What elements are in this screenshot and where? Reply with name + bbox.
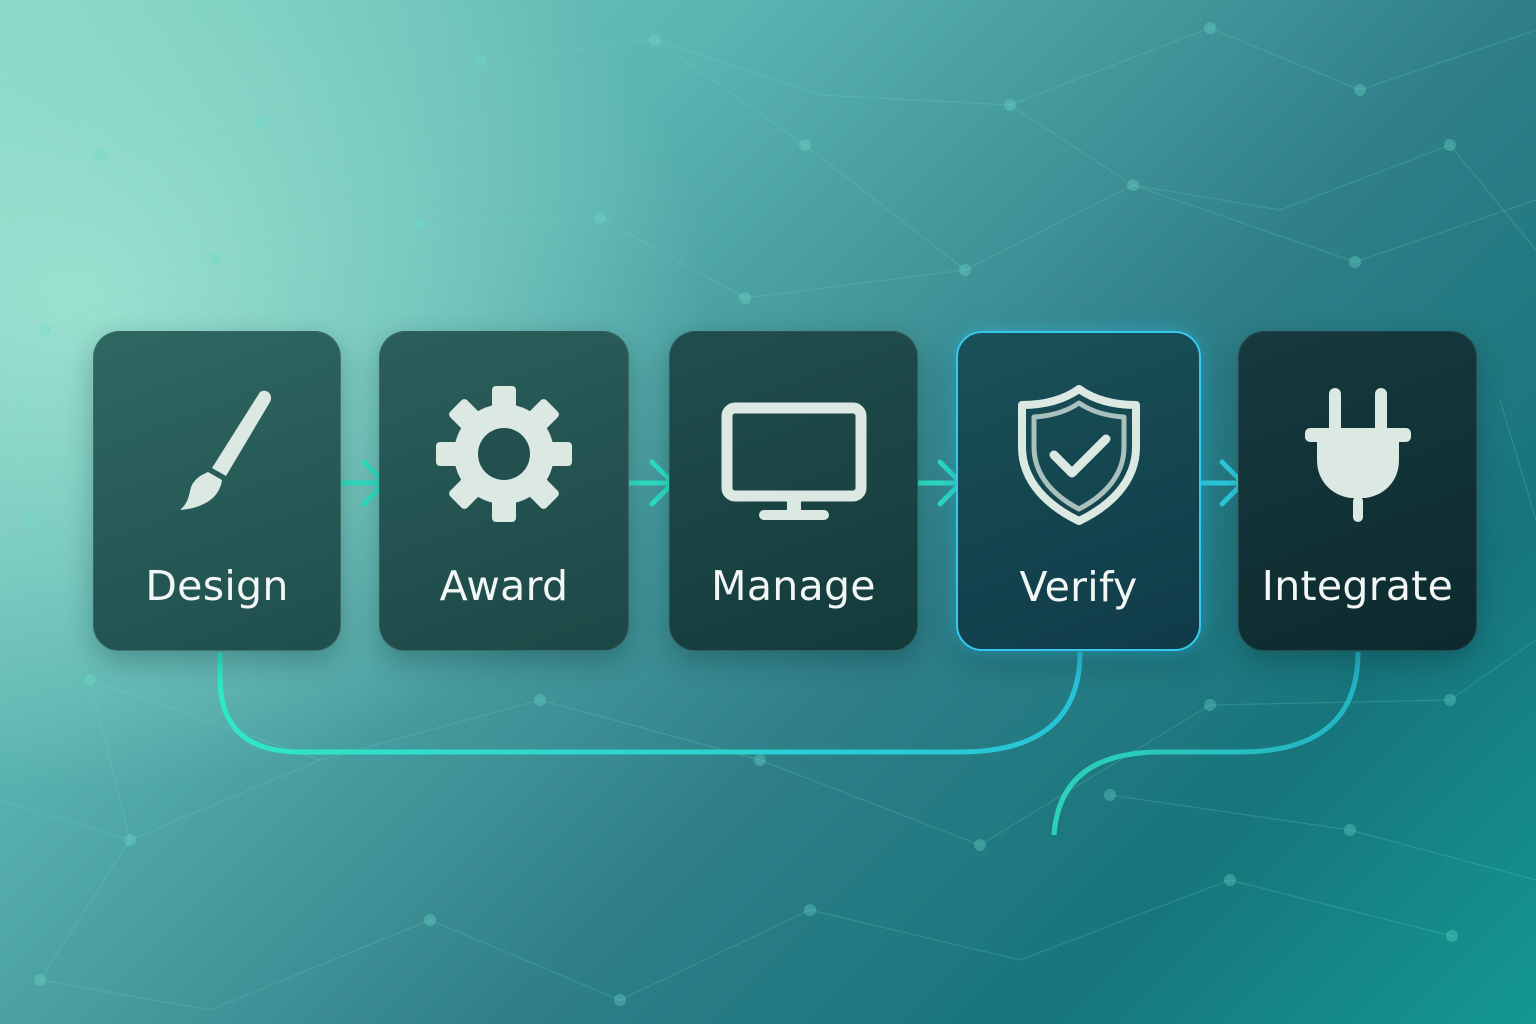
arrow-verify-integrate — [1197, 459, 1246, 507]
loop-line-design-verify — [217, 651, 1083, 755]
plug-icon — [1239, 384, 1476, 524]
gear-icon — [380, 384, 628, 524]
arrow-manage-verify — [909, 459, 964, 507]
arrow-award-manage — [619, 459, 676, 507]
monitor-icon — [670, 384, 917, 524]
step-label: Design — [145, 562, 289, 610]
step-card-design[interactable]: Design — [93, 331, 341, 651]
step-card-award[interactable]: Award — [379, 331, 629, 651]
step-label: Integrate — [1261, 562, 1454, 610]
step-card-verify[interactable]: Verify — [956, 331, 1201, 651]
step-label: Verify — [1019, 563, 1138, 611]
paintbrush-icon — [94, 384, 340, 524]
loop-line-integrate — [1051, 651, 1361, 836]
step-label: Manage — [711, 562, 876, 610]
shield-check-icon — [958, 385, 1199, 525]
step-label: Award — [439, 562, 569, 610]
step-card-integrate[interactable]: Integrate — [1238, 331, 1477, 651]
step-card-manage[interactable]: Manage — [669, 331, 918, 651]
arrow-design-award — [333, 459, 388, 507]
